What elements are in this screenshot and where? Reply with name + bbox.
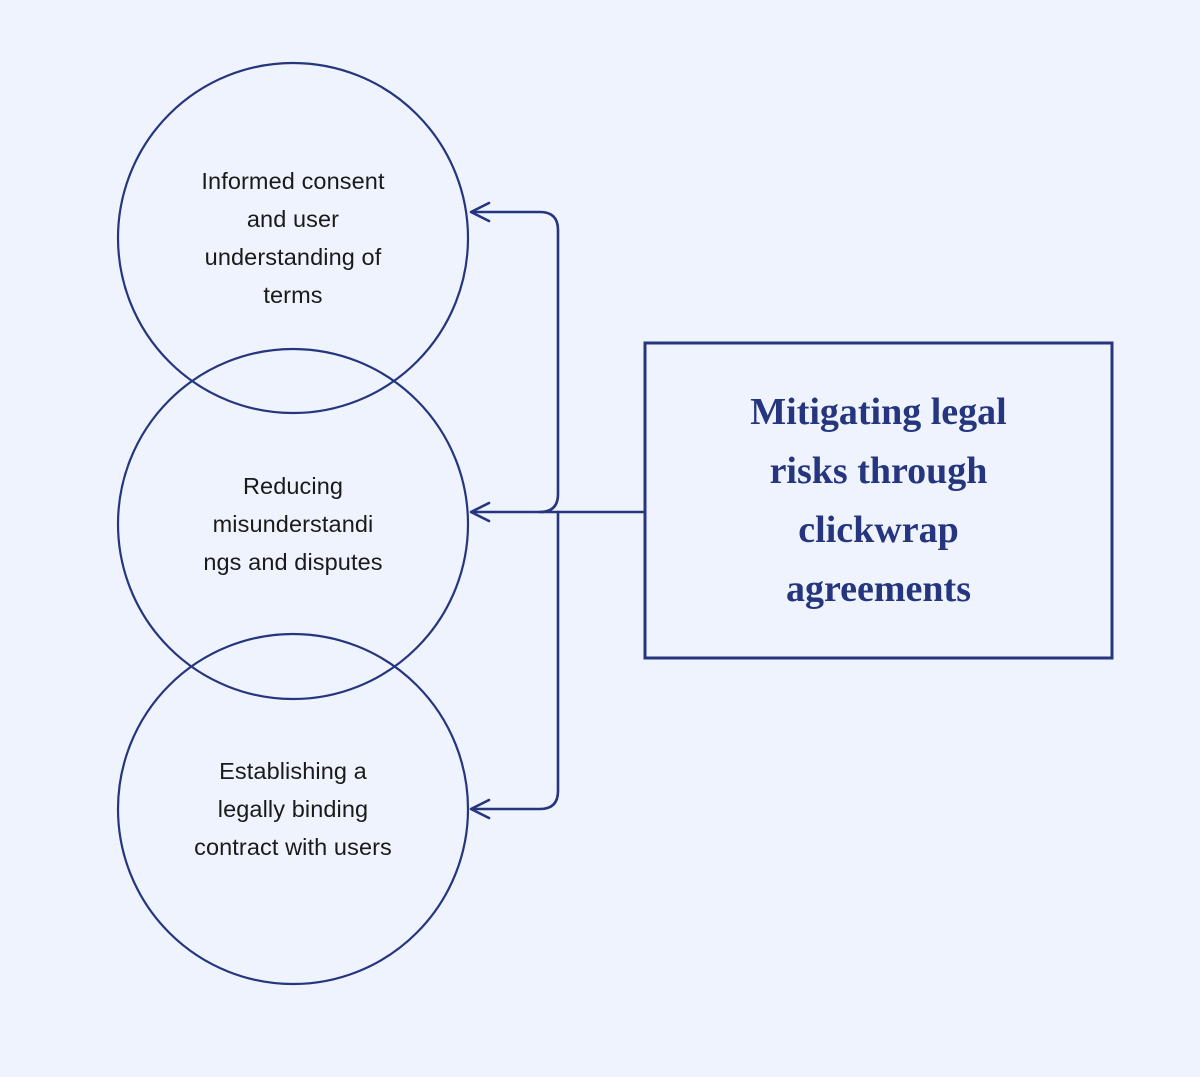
circle-label-2: Reducing misunderstandi ngs and disputes — [203, 473, 383, 575]
arrowhead-circle-1-icon — [469, 201, 491, 223]
arrowhead-circle-2-icon — [469, 501, 491, 523]
circle-node-3[interactable] — [116, 632, 470, 986]
circle-node-1[interactable] — [116, 61, 470, 415]
connector-to-circle-3 — [470, 510, 560, 811]
main-node-rect[interactable] — [643, 341, 1114, 660]
circle-node-2[interactable] — [116, 347, 470, 701]
circle-label-3: Establishing a legally binding contract … — [194, 758, 392, 860]
circle-node-group — [116, 61, 470, 986]
circle-label-1: Informed consent and user understanding … — [201, 168, 385, 308]
connector-group — [469, 201, 647, 820]
connector-to-circle-1 — [470, 210, 560, 514]
main-node-title: Mitigating legal risks through clickwrap… — [750, 390, 1007, 610]
arrowhead-circle-3-icon — [469, 798, 491, 820]
